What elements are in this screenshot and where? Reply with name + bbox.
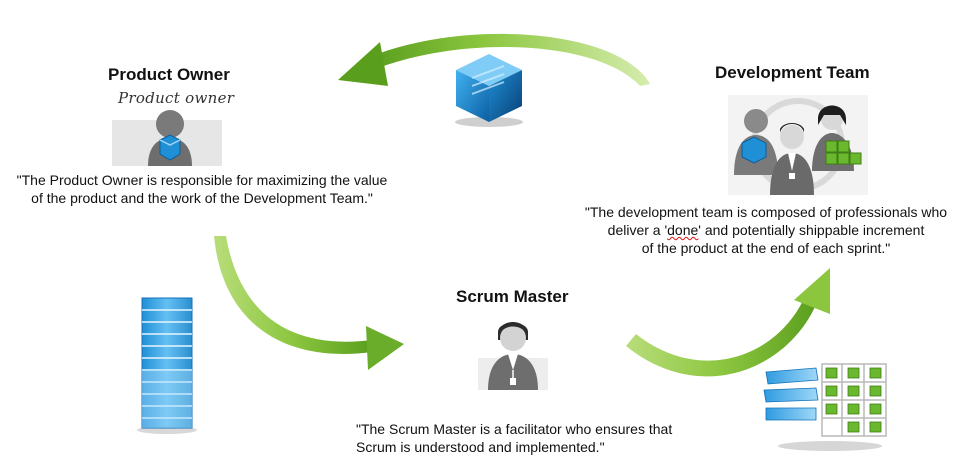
backlog-stack-icon xyxy=(137,297,197,434)
scrum-master-quote-line-1: "The Scrum Master is a facilitator who e… xyxy=(356,421,673,437)
development-team-figures-icon xyxy=(728,95,868,195)
product-owner-quote-line-1: "The Product Owner is responsible for ma… xyxy=(16,172,388,188)
task-board-icon xyxy=(763,363,887,451)
development-team-title: Development Team xyxy=(715,63,870,82)
development-team-quote-line-2: deliver a 'done' and potentially shippab… xyxy=(556,221,976,239)
right-cycle-arrow-icon xyxy=(626,268,830,377)
scrum-master-figure-icon xyxy=(478,322,548,390)
scrum-master-quote: "The Scrum Master is a facilitator who e… xyxy=(356,420,736,456)
left-cycle-arrow-icon xyxy=(214,236,404,370)
blue-cube-icon xyxy=(455,54,523,127)
product-owner-quote-line-2: of the product and the work of the Devel… xyxy=(31,190,373,206)
development-team-quote: "The development team is composed of pro… xyxy=(556,203,976,257)
development-team-quote-line-1: "The development team is composed of pro… xyxy=(584,204,948,220)
development-team-quote-line-2-post: ' and potentially shippable increment xyxy=(698,222,925,238)
top-cycle-arrow-icon xyxy=(338,33,650,86)
product-owner-quote: "The Product Owner is responsible for ma… xyxy=(12,171,392,207)
product-owner-figure-icon xyxy=(112,110,222,166)
scrum-master-title: Scrum Master xyxy=(456,287,569,306)
product-owner-handwritten-label: Product owner xyxy=(118,89,235,107)
scrum-master-quote-line-2: Scrum is understood and implemented." xyxy=(356,439,605,455)
spellcheck-marked-word: done xyxy=(667,222,699,238)
development-team-quote-line-3: of the product at the end of each sprint… xyxy=(641,240,891,256)
development-team-quote-line-2-pre: deliver a ' xyxy=(607,222,668,238)
product-owner-title: Product Owner xyxy=(108,65,230,84)
